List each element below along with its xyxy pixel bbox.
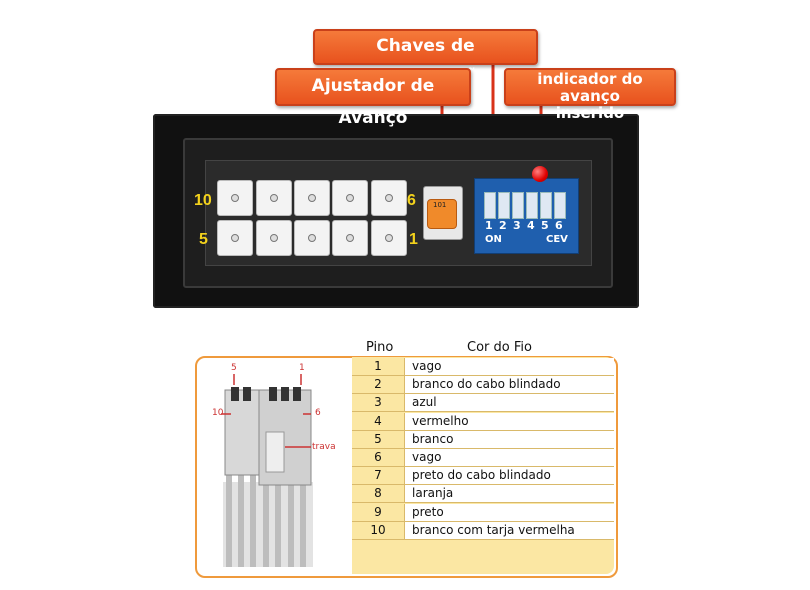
dip-switch-6[interactable]	[554, 192, 566, 219]
photo-label-trava: trava	[312, 442, 336, 452]
adjuster-knob[interactable]	[427, 199, 457, 229]
header-color: Cor do Fio	[467, 340, 532, 355]
wire-color-cell: preto	[412, 504, 444, 519]
table-row: 3 azul	[352, 394, 614, 413]
dip-on-label: ON	[485, 234, 502, 245]
dip-number-4: 4	[527, 219, 535, 232]
wire-color-cell: laranja	[412, 486, 454, 501]
wire-color-cell: branco com tarja vermelha	[412, 522, 575, 537]
dip-switch-2[interactable]	[498, 192, 510, 219]
connector-pin-cavity	[294, 220, 330, 256]
photo-label-10: 10	[212, 408, 224, 418]
pin-number-cell: 10	[352, 521, 405, 539]
pin-label-5: 5	[199, 231, 208, 248]
pin-number-cell: 4	[352, 412, 405, 430]
advance-indicator-led	[532, 166, 548, 182]
wire-color-cell: vago	[412, 450, 442, 464]
pin-label-10: 10	[194, 192, 212, 209]
callout-indicador: indicador do avanço inserido	[504, 68, 676, 122]
table-row: 1 vago	[352, 358, 614, 376]
connector-pin-cavity	[217, 220, 253, 256]
table-row: 4 vermelho	[352, 412, 614, 431]
dip-number-3: 3	[513, 219, 521, 232]
table-row: 7 preto do cabo blindado	[352, 467, 614, 486]
table-row: 5 branco	[352, 430, 614, 449]
table-row: 9 preto	[352, 503, 614, 522]
pin-number-cell: 7	[352, 467, 405, 485]
dip-number-5: 5	[541, 219, 549, 232]
table-row: 10 branco com tarja vermelha	[352, 521, 614, 540]
callout-chaves: Chaves de programação	[313, 29, 538, 86]
pin-number-cell: 1	[352, 358, 405, 375]
pin-label-1: 1	[409, 231, 418, 248]
connector-pin-cavity	[332, 180, 368, 216]
connector-pin-cavity	[256, 180, 292, 216]
pin-number-cell: 6	[352, 449, 405, 466]
callout-indicador-line2: inserido	[555, 104, 625, 122]
connector-pin-cavity	[294, 180, 330, 216]
dip-number-2: 2	[499, 219, 507, 232]
photo-label-1: 1	[299, 363, 305, 373]
photo-label-5: 5	[231, 363, 237, 373]
dip-switch-1[interactable]	[484, 192, 496, 219]
wire-color-cell: preto do cabo blindado	[412, 468, 551, 483]
wire-color-cell: branco do cabo blindado	[412, 377, 561, 392]
wire-color-cell: azul	[412, 395, 437, 410]
pin-number-cell: 5	[352, 430, 405, 448]
wire-color-cell: vermelho	[412, 413, 469, 428]
connector-pin-cavity	[256, 220, 292, 256]
connector-pin-cavity	[217, 180, 253, 216]
dip-number-1: 1	[485, 219, 493, 232]
callout-ajustador: Ajustador de Avanço	[275, 68, 471, 128]
table-row: 2 branco do cabo blindado	[352, 376, 614, 395]
dip-number-6: 6	[555, 219, 563, 232]
connector-pin-cavity	[371, 220, 407, 256]
pin-number-cell: 8	[352, 485, 405, 503]
connector-pin-cavity	[332, 220, 368, 256]
pin-number-cell: 9	[352, 503, 405, 521]
table-row: 8 laranja	[352, 485, 614, 504]
callout-indicador-line1: indicador do avanço	[537, 70, 643, 105]
connector-pin-cavity	[371, 180, 407, 216]
dip-switch-5[interactable]	[540, 192, 552, 219]
dip-switch-4[interactable]	[526, 192, 538, 219]
pot-value: 101	[433, 201, 447, 209]
table-row: 6 vago	[352, 449, 614, 467]
photo-label-6: 6	[315, 408, 321, 418]
dip-switch-3[interactable]	[512, 192, 524, 219]
pin-number-cell: 2	[352, 376, 405, 394]
header-pin: Pino	[366, 340, 394, 355]
wire-color-cell: branco	[412, 431, 454, 446]
connector-photo	[221, 374, 313, 567]
pin-number-cell: 3	[352, 394, 405, 412]
pin-label-6: 6	[407, 192, 416, 209]
wire-color-cell: vago	[412, 359, 442, 373]
dip-cev-label: CEV	[546, 234, 568, 245]
